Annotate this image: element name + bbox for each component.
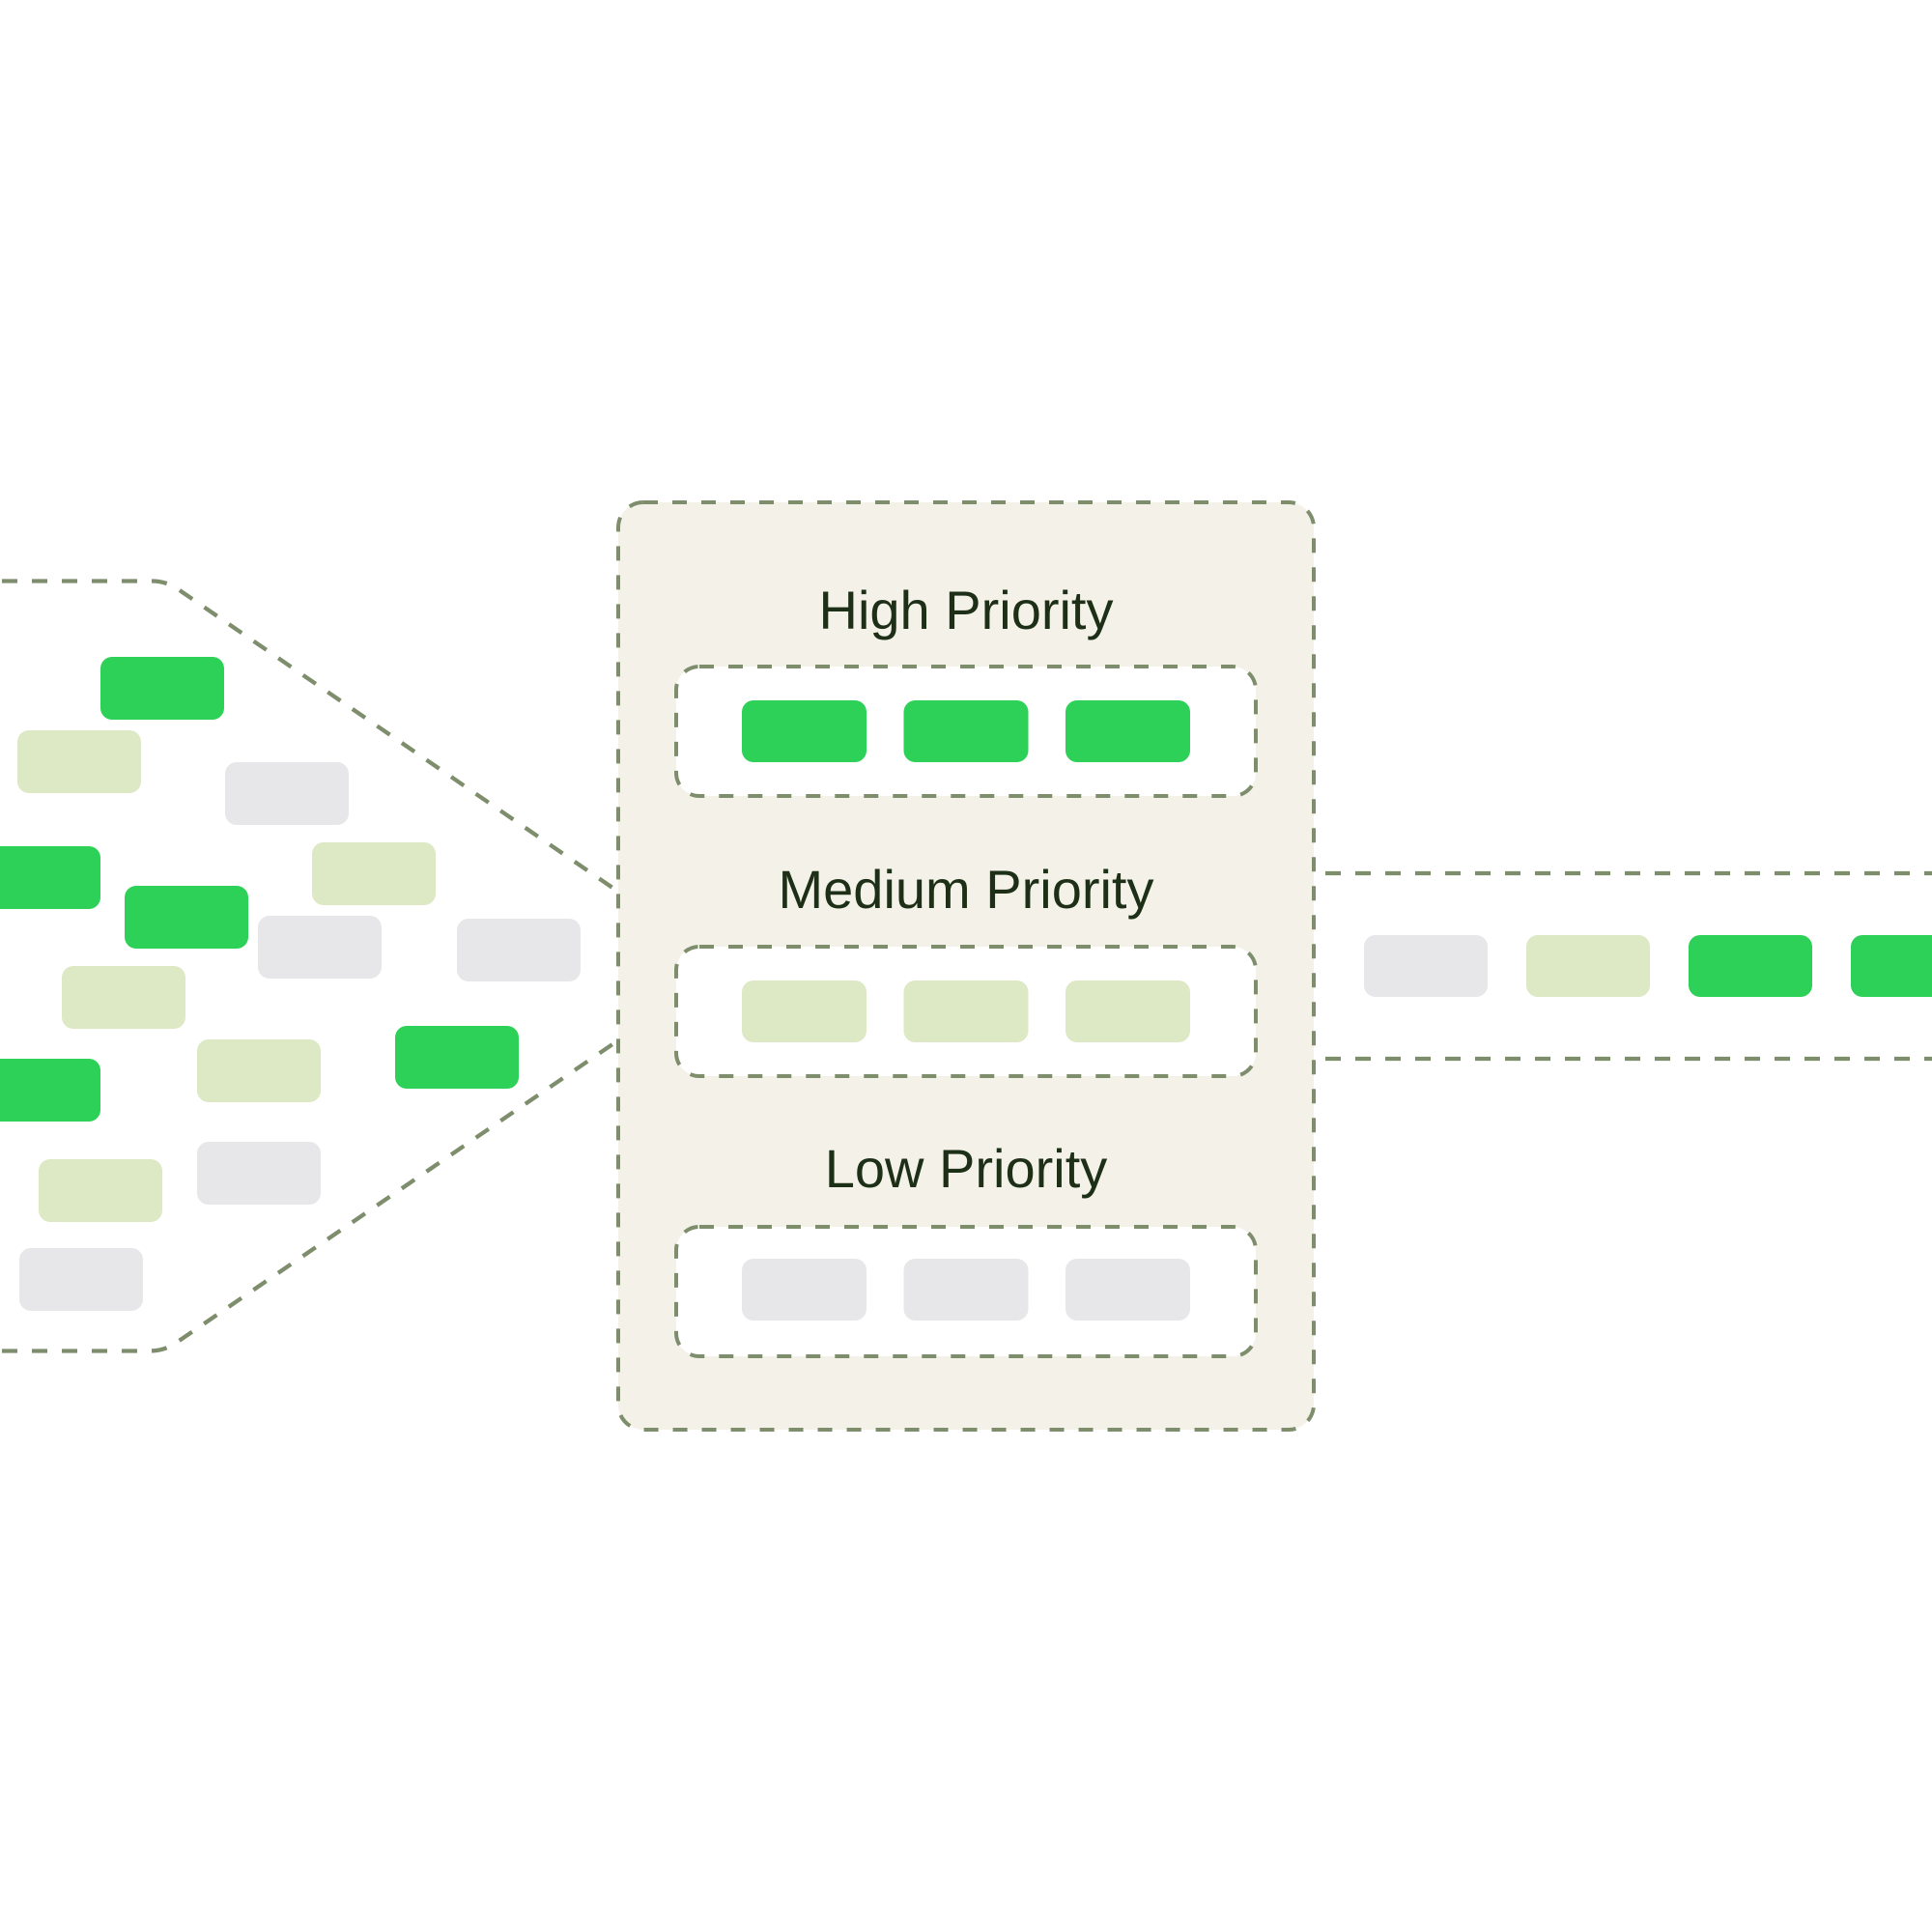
svg-text:Medium Priority: Medium Priority [779, 859, 1154, 920]
svg-text:High Priority: High Priority [819, 580, 1114, 640]
svg-text:Low Priority: Low Priority [825, 1138, 1108, 1199]
